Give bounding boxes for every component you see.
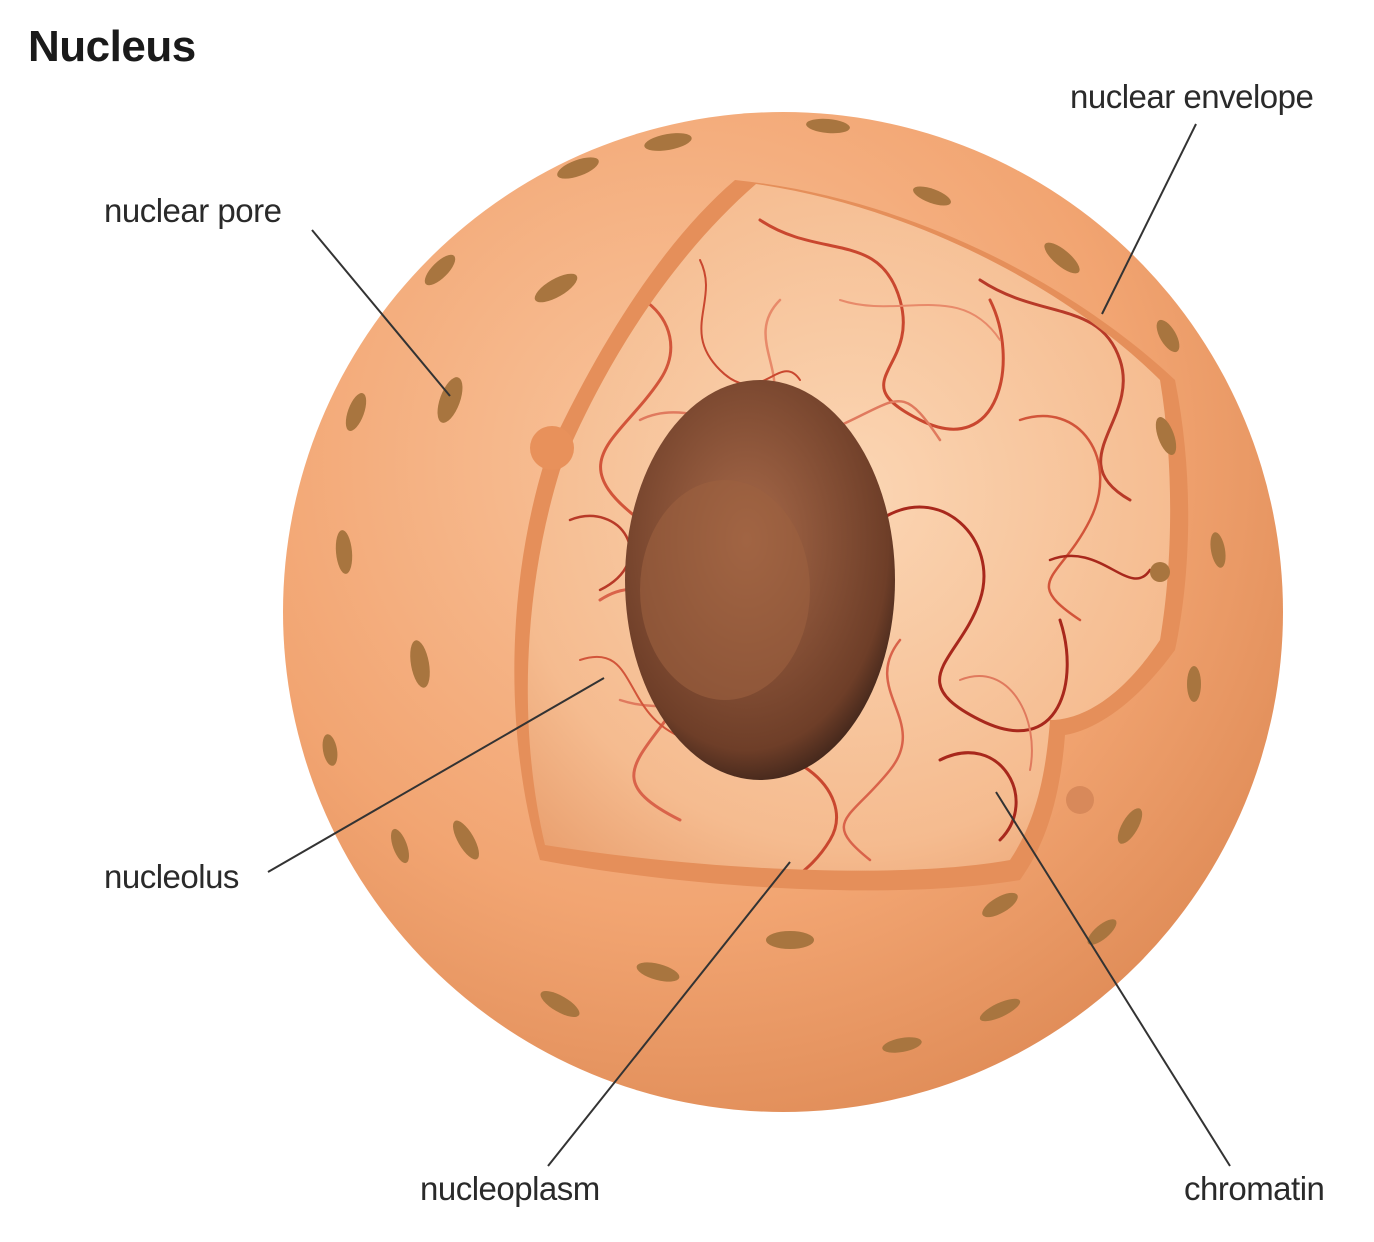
diagram-title: Nucleus <box>28 22 196 71</box>
leader-nucleoplasm <box>547 861 791 1167</box>
label-nuclear-pore: nuclear pore <box>104 192 282 229</box>
label-nucleoplasm: nucleoplasm <box>420 1170 600 1207</box>
leader-nucleolus <box>267 677 605 873</box>
pore-knob <box>530 426 574 470</box>
leader-nuclear-envelope <box>1101 123 1197 315</box>
nuclear-pores <box>322 118 1226 1053</box>
label-nuclear-envelope: nuclear envelope <box>1070 78 1314 115</box>
leader-lines <box>267 123 1231 1167</box>
leader-nuclear-pore <box>311 229 451 397</box>
label-chromatin: chromatin <box>1184 1170 1325 1207</box>
leader-chromatin <box>995 791 1231 1167</box>
pore-knob <box>1150 562 1170 582</box>
nucleolus-highlight <box>640 480 810 700</box>
pore-knob <box>1066 786 1094 814</box>
label-nucleolus: nucleolus <box>104 858 239 895</box>
